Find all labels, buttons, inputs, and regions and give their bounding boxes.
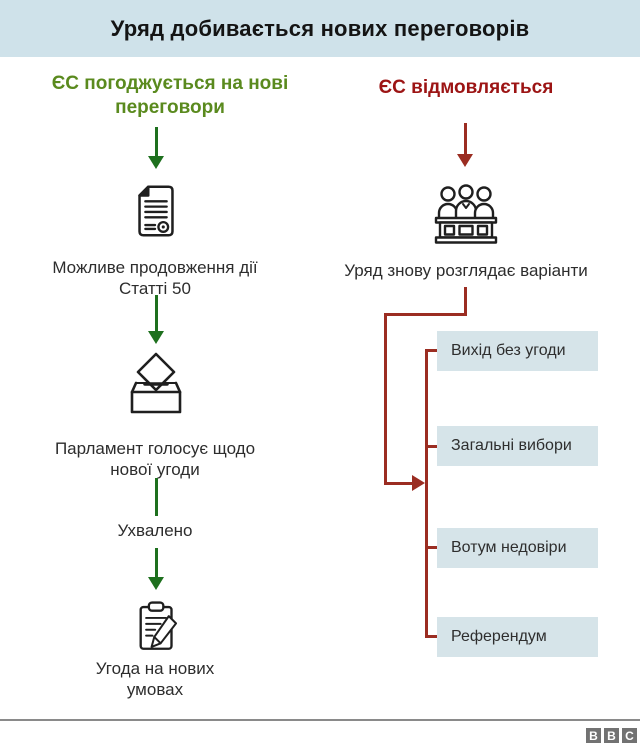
right-branch-heading: ЄС відмовляється xyxy=(378,77,554,98)
bbc-logo-block-c: C xyxy=(622,728,637,743)
footer-divider xyxy=(0,719,640,721)
step-label-parliament-vote-line1: Парламент голосує щодо xyxy=(54,439,256,458)
bbc-logo-block-b2: B xyxy=(604,728,619,743)
option-stub-3 xyxy=(425,546,439,549)
signed-agreement-icon xyxy=(128,598,186,656)
branch-arrow-head xyxy=(412,475,425,491)
header-bar: Уряд добивається нових переговорів xyxy=(0,0,640,57)
left-heading-line1: ЄС погоджується на нові xyxy=(51,73,289,94)
step-label-gov-options: Уряд знову розглядає варіанти xyxy=(344,261,588,280)
green-arrow-2-head xyxy=(148,331,164,344)
approved-caption: Ухвалено xyxy=(25,521,285,541)
branch-line-horizontal-arrow xyxy=(384,482,414,485)
option-stub-2 xyxy=(425,445,439,448)
green-arrow-3-stem-top xyxy=(155,478,158,516)
ballot-box-icon xyxy=(118,350,194,426)
branch-line-horizontal-top xyxy=(384,313,467,316)
step-label-new-agreement: Угода на нових умовах xyxy=(35,658,275,700)
green-arrow-2-stem xyxy=(155,295,158,333)
option-box-no-deal: Вихід без угоди xyxy=(437,331,598,371)
green-arrow-1-stem xyxy=(155,127,158,158)
document-icon xyxy=(125,180,187,242)
branch-line-vertical-left xyxy=(384,313,387,485)
option-box-referendum: Референдум xyxy=(437,617,598,657)
left-branch-heading: ЄС погоджується на нові переговори xyxy=(20,72,320,120)
options-connector-vertical xyxy=(425,350,428,637)
green-arrow-3-stem-bottom xyxy=(155,548,158,579)
step-label-article50: Можливе продовження дії Статті 50 xyxy=(35,257,275,299)
bbc-logo-block-b1: B xyxy=(586,728,601,743)
red-arrow-stem xyxy=(464,123,467,156)
step-label-article50-line1: Можливе продовження дії xyxy=(52,258,258,277)
option-stub-4 xyxy=(425,635,439,638)
bbc-logo: B B C xyxy=(586,728,637,743)
parliament-panel-icon xyxy=(428,182,504,248)
option-box-no-confidence: Вотум недовіри xyxy=(437,528,598,568)
option-stub-1 xyxy=(425,349,439,352)
red-arrow-head xyxy=(457,154,473,167)
option-box-general-election: Загальні вибори xyxy=(437,426,598,466)
green-arrow-1-head xyxy=(148,156,164,169)
step-label-new-agreement-line2: умовах xyxy=(126,680,184,699)
step-label-new-agreement-line1: Угода на нових xyxy=(95,659,215,678)
page-title: Уряд добивається нових переговорів xyxy=(110,15,530,41)
step-label-parliament-vote-line2: нової угоди xyxy=(110,460,200,479)
green-arrow-3-head xyxy=(148,577,164,590)
left-heading-line2: переговори xyxy=(115,97,225,118)
branch-line-vertical-drop xyxy=(464,287,467,315)
step-label-article50-line2: Статті 50 xyxy=(119,279,191,298)
step-label-parliament-vote: Парламент голосує щодо нової угоди xyxy=(35,438,275,480)
